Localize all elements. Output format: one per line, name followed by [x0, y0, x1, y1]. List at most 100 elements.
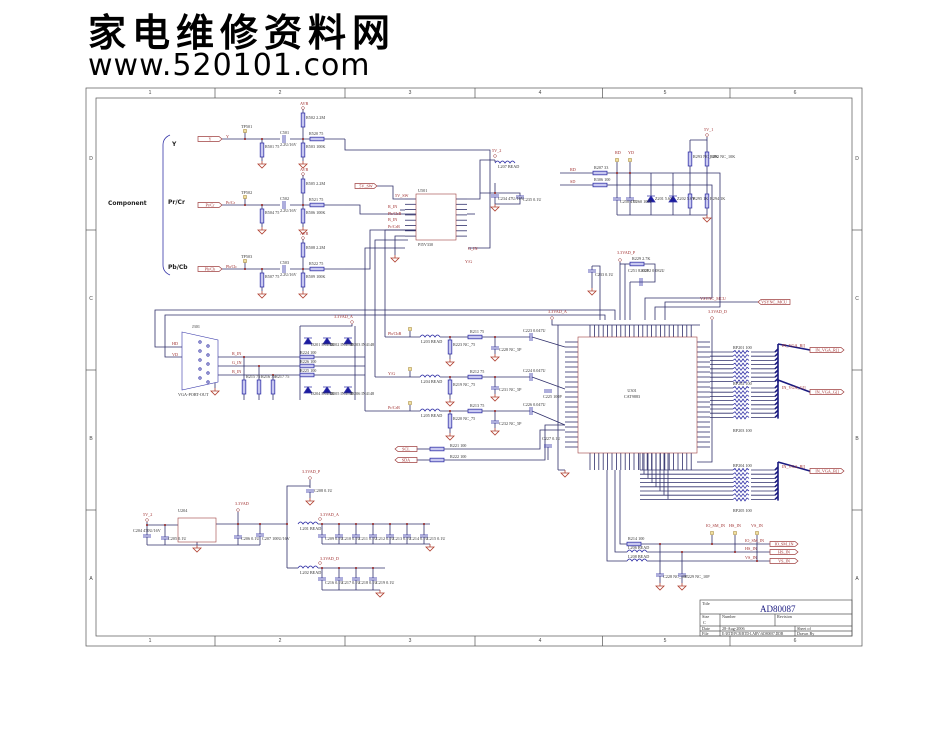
label-rin2: R_IN — [232, 351, 241, 356]
capacitor — [256, 533, 264, 537]
title-block: Title AD80087 Size C Number Revision Dat… — [699, 599, 853, 637]
drawing-title: AD80087 — [760, 604, 796, 614]
label-c211: C211 0.1U — [359, 536, 377, 541]
junction-dot — [355, 523, 357, 525]
inductor-bead — [419, 408, 441, 412]
frame-column-marker: 2 — [279, 638, 282, 644]
adc-chip-u301 — [577, 336, 698, 454]
label-rp203: RP203 100 — [733, 428, 752, 433]
frame-column-marker: 5 — [664, 90, 667, 96]
label-c503: C503 — [280, 260, 289, 265]
wire — [697, 320, 713, 463]
test-point-icon — [755, 531, 759, 535]
label-vadd: 3.3VAD_D — [708, 309, 727, 314]
label-d202: D202 IN4148 — [330, 342, 353, 347]
sheet-frame — [85, 87, 863, 647]
label-hs-net: HS_IN — [745, 546, 757, 551]
label-c208: C208 0.1U — [314, 488, 332, 493]
power-symbol-icon — [318, 517, 322, 521]
vga-pin — [198, 358, 202, 362]
frame-row-marker: A — [89, 576, 93, 582]
resistor — [259, 208, 265, 224]
label-c233: C233 0.1U — [595, 272, 613, 277]
label-tp503: TP503 — [241, 254, 252, 259]
label-prcrr: Pr/CrR — [388, 224, 400, 229]
resistor-network-element — [732, 379, 750, 384]
wire — [444, 424, 565, 461]
test-point-icon — [243, 129, 247, 133]
junction-dot — [372, 567, 374, 569]
resistor-network-element — [732, 492, 750, 498]
label-c235: C235 0.1U — [523, 197, 541, 202]
capacitor — [318, 577, 326, 581]
diode — [668, 195, 678, 203]
label-avb1: AVB — [300, 101, 309, 106]
diode — [322, 386, 332, 394]
capacitor — [420, 534, 428, 538]
label-vadd2: 3.3VAD_D — [320, 556, 339, 561]
capacitor — [613, 197, 621, 201]
wire — [394, 235, 405, 255]
label-z202: Z202 5.6V — [677, 196, 695, 201]
label-yg-net: Y/G — [465, 259, 472, 264]
frame-row-marker: C — [89, 296, 93, 302]
power-symbol-icon — [318, 561, 322, 565]
resistor-network-element — [732, 366, 750, 372]
port-io-sm-in: IO_SM_IN — [769, 541, 799, 547]
resistor — [629, 261, 645, 267]
resistor-network-element — [732, 389, 750, 395]
vga-pin — [206, 362, 210, 366]
label-c216: C216 0.1U — [325, 580, 343, 585]
input-label-y: Y — [171, 141, 177, 148]
port-scl: SCL — [394, 446, 418, 452]
label-l204: L204 BEAD — [421, 379, 442, 384]
frame-column-marker: 4 — [539, 90, 542, 96]
label-r215: R215 75 — [246, 374, 260, 379]
capacitor — [656, 573, 664, 577]
label-c215: C215 0.1U — [427, 536, 445, 541]
label-r224: R224 100 — [300, 350, 316, 355]
label-vd: VD — [172, 352, 178, 357]
resistor — [300, 142, 306, 158]
label-r212: R212 75 — [470, 369, 484, 374]
label-r503: R503 100K — [306, 144, 325, 149]
label-avb2: AVB — [300, 167, 309, 172]
wire — [606, 470, 627, 562]
diode — [303, 337, 313, 345]
label-c502: C502 — [280, 196, 289, 201]
label-d201: D201 IN4148 — [311, 342, 334, 347]
capacitor — [588, 269, 596, 273]
title-label: Title — [702, 601, 710, 606]
junction-dot — [449, 336, 451, 338]
wire — [607, 172, 721, 320]
ground-icon — [445, 359, 455, 367]
junction-dot — [164, 524, 166, 526]
port-scl-label: SCL — [402, 447, 410, 452]
label-c227: C227 0.1U — [542, 436, 560, 441]
label-c232: C232 NC_5P — [499, 421, 522, 426]
label-yg2: Y/G — [388, 371, 395, 376]
label-r507: R507 75 — [265, 274, 279, 279]
capacitor — [491, 386, 499, 390]
label-u204: U204 — [178, 508, 188, 513]
label-vada: 3.3VAD_A — [548, 309, 567, 314]
label-rp201: RP201 100 — [733, 345, 752, 350]
frame-column-marker: 4 — [539, 638, 542, 644]
label-hd: HD — [172, 341, 178, 346]
vga-pin — [206, 380, 210, 384]
label-c217: C217 0.1U — [342, 580, 360, 585]
label-l206: L206 BEAD — [628, 545, 649, 550]
input-port-pb-label: Pb/Cb — [205, 267, 215, 272]
resistor — [300, 178, 306, 194]
capacitor — [369, 534, 377, 538]
label-r220: R220 NC_75 — [453, 416, 475, 421]
junction-dot — [244, 268, 246, 270]
wire — [630, 263, 656, 283]
inductor-bead — [419, 334, 441, 338]
label-u301: U301 — [627, 388, 636, 393]
power-symbol-icon — [493, 154, 497, 158]
capacitor — [143, 534, 151, 538]
label-u301p: CAT9883 — [624, 394, 640, 399]
port-5v-sw: 5V_SW — [354, 183, 378, 189]
label-c214: C214 0.1U — [410, 536, 428, 541]
